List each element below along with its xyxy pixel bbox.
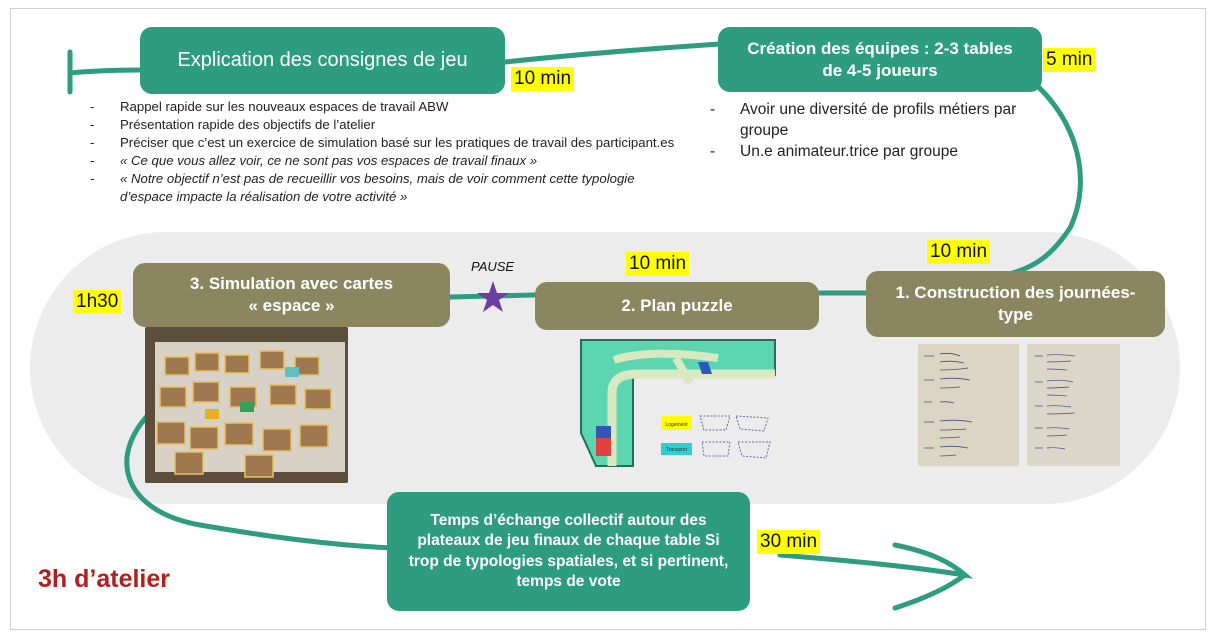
step-equipes-label: Création des équipes : 2-3 tables de 4-5… <box>747 38 1013 80</box>
consignes-note: Présentation rapide des objectifs de l’a… <box>90 116 690 134</box>
consignes-note: Préciser que c’est un exercice de simula… <box>90 134 690 152</box>
equipes-note: Un.e animateur.trice par groupe <box>710 141 1060 162</box>
journee-type-sheet-photo-2 <box>1027 344 1120 466</box>
consignes-note: « Ce que vous allez voir, ce ne sont pas… <box>90 152 690 170</box>
step-simulation-label-line2: « espace » <box>248 296 335 315</box>
plan-puzzle-image: Logement Transport <box>578 338 778 468</box>
pause-star-icon <box>477 281 509 312</box>
simulation-cards-photo <box>145 327 348 483</box>
step-equipes-box: Création des équipes : 2-3 tables de 4-5… <box>718 27 1042 92</box>
plan-transport-label: Transport <box>666 447 688 453</box>
step-construction-box: 1. Construction des journées-type <box>866 271 1165 337</box>
step-equipes-duration: 5 min <box>1043 48 1096 72</box>
step-echange-box: Temps d’échange collectif autour des pla… <box>387 492 750 611</box>
step-plan-label: 2. Plan puzzle <box>621 296 733 315</box>
step-consignes-box: Explication des consignes de jeu <box>140 27 505 94</box>
step-simulation-box: 3. Simulation avec cartes « espace » <box>133 263 450 327</box>
equipes-notes: Avoir une diversité de profils métiers p… <box>710 99 1060 162</box>
consignes-note: Rappel rapide sur les nouveaux espaces d… <box>90 98 690 116</box>
plan-logement-label: Logement <box>665 422 688 428</box>
step-construction-duration: 10 min <box>927 240 991 264</box>
step-simulation-duration: 1h30 <box>73 290 122 314</box>
step-echange-label: Temps d’échange collectif autour des pla… <box>408 511 729 591</box>
step-consignes-label: Explication des consignes de jeu <box>177 49 468 71</box>
step-plan-box: 2. Plan puzzle <box>535 282 819 330</box>
equipes-note: Avoir une diversité de profils métiers p… <box>710 99 1060 141</box>
consignes-notes: Rappel rapide sur les nouveaux espaces d… <box>90 98 690 206</box>
slide-frame <box>10 8 1206 630</box>
total-duration: 3h d’atelier <box>38 565 170 593</box>
pause-label: PAUSE <box>471 259 515 274</box>
step-plan-duration: 10 min <box>626 252 690 276</box>
step-simulation-label-line1: 3. Simulation avec cartes <box>189 274 394 293</box>
step-echange-duration: 30 min <box>757 530 821 554</box>
journee-type-sheet-photo <box>918 344 1019 466</box>
step-consignes-duration: 10 min <box>511 67 575 91</box>
step-construction-label: 1. Construction des journées-type <box>895 283 1136 324</box>
consignes-note: « Notre objectif n’est pas de recueillir… <box>90 170 690 206</box>
